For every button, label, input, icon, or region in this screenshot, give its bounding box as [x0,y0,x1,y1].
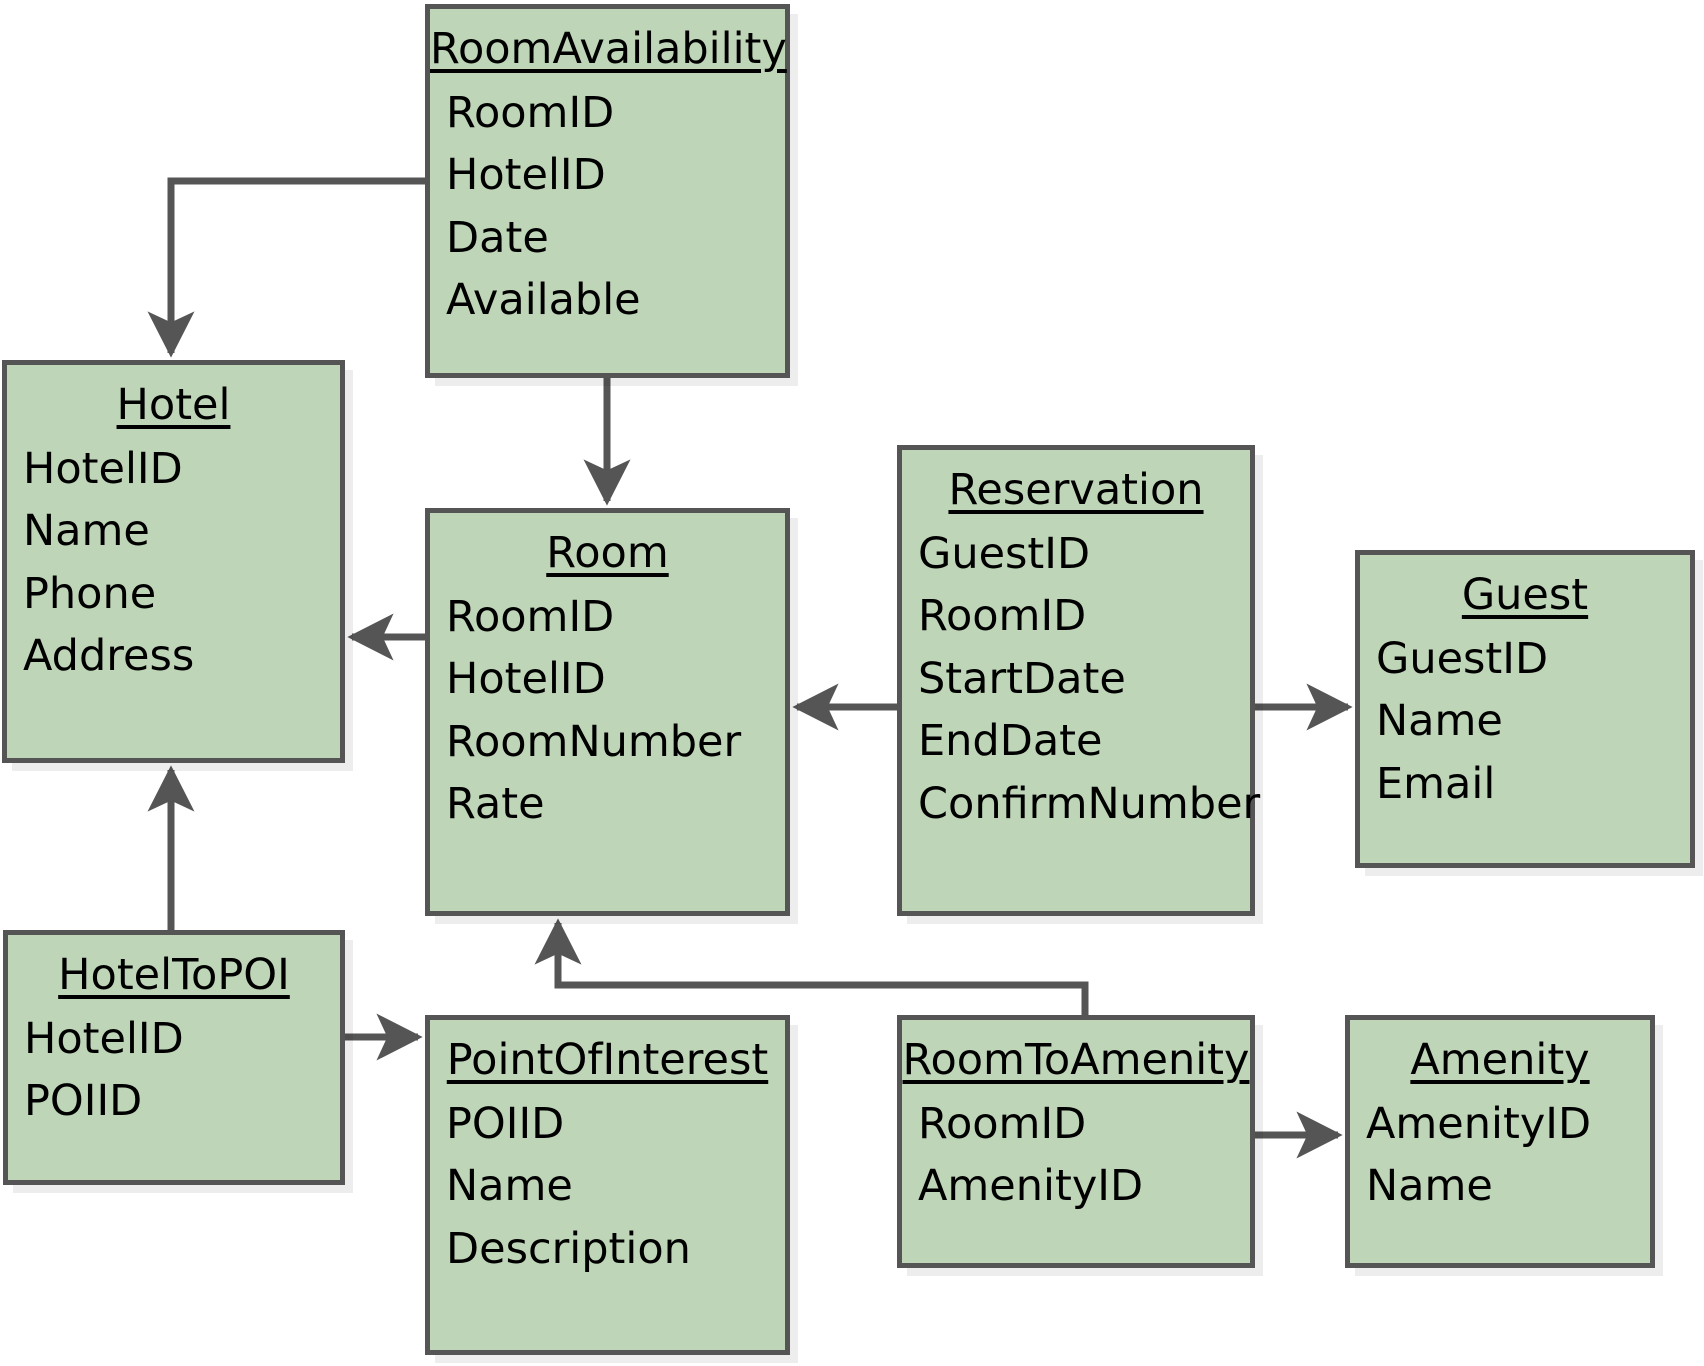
entity-pointofinterest[interactable]: PointOfInterest POIID Name Description [425,1015,790,1355]
attribute: Name [446,1161,573,1212]
attribute-list: HotelID POIID [8,1008,340,1133]
attribute-list: POIID Name Description [430,1093,785,1280]
entity-title: RoomAvailability [430,24,787,74]
entity-title: PointOfInterest [446,1035,769,1085]
entity-title: Reservation [948,465,1204,515]
entity-title: HotelToPOI [58,950,290,1000]
entity-room[interactable]: Room RoomID HotelID RoomNumber Rate [425,508,790,916]
attribute: POIID [446,1099,565,1150]
attribute-list: RoomID HotelID Date Available [430,82,785,331]
entity-amenity[interactable]: Amenity AmenityID Name [1345,1015,1655,1268]
attribute: Name [1366,1161,1493,1212]
attribute: HotelID [24,1014,184,1065]
entity-guest[interactable]: Guest GuestID Name Email [1355,550,1695,868]
entity-title: RoomToAmenity [902,1035,1250,1085]
attribute: RoomNumber [446,716,742,767]
attribute-list: HotelID Name Phone Address [7,438,340,687]
attribute-list: AmenityID Name [1350,1093,1650,1218]
attribute: GuestID [918,529,1091,580]
entity-title: Amenity [1410,1035,1590,1085]
attribute: RoomID [918,1099,1087,1150]
attribute: AmenityID [1366,1099,1592,1150]
attribute: RoomID [918,591,1087,642]
attribute: EndDate [918,716,1103,767]
attribute: HotelID [446,654,606,705]
attribute: Name [23,506,150,557]
edge-roomtoamenity-room [534,918,1089,1015]
attribute: POIID [24,1076,143,1127]
attribute: Name [1376,696,1503,747]
attribute: Phone [23,568,157,619]
entity-title: Guest [1461,570,1589,620]
entity-roomavailability[interactable]: RoomAvailability RoomID HotelID Date Ava… [425,4,790,378]
attribute-list: RoomID AmenityID [902,1093,1250,1218]
attribute-list: RoomID HotelID RoomNumber Rate [430,586,785,835]
attribute: Address [23,631,195,682]
entity-roomtoamenity[interactable]: RoomToAmenity RoomID AmenityID [897,1015,1255,1268]
entity-hoteltopoi[interactable]: HotelToPOI HotelID POIID [3,930,345,1185]
edge-roomavailability-hotel [147,177,425,358]
attribute: Email [1376,758,1496,809]
attribute-list: GuestID RoomID StartDate EndDate Confirm… [902,523,1261,835]
entity-title: Hotel [116,380,231,430]
attribute: AmenityID [918,1161,1144,1212]
entity-hotel[interactable]: Hotel HotelID Name Phone Address [2,360,345,763]
attribute-list: GuestID Name Email [1360,628,1690,815]
attribute: GuestID [1376,634,1549,685]
attribute: HotelID [446,150,606,201]
attribute: RoomID [446,88,615,139]
attribute: Date [446,212,549,263]
entity-title: Room [546,528,669,578]
attribute: RoomID [446,592,615,643]
attribute: StartDate [918,653,1126,704]
attribute: Rate [446,779,545,830]
attribute: ConfirmNumber [918,778,1261,829]
entity-reservation[interactable]: Reservation GuestID RoomID StartDate End… [897,445,1261,916]
attribute: HotelID [23,444,183,495]
attribute: Available [446,275,641,326]
attribute: Description [446,1223,691,1274]
